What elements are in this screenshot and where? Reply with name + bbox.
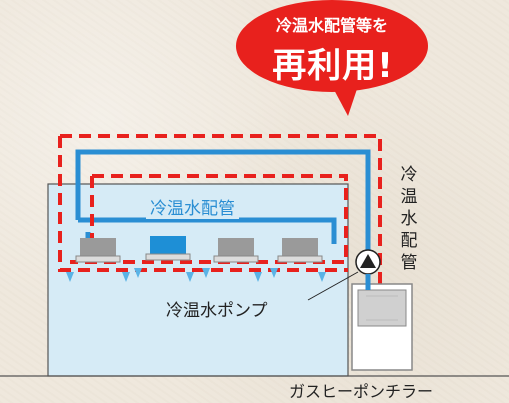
pump-leader-line <box>307 271 359 301</box>
indoor-unit-icon <box>75 238 121 263</box>
air-outlet-arrow-icon <box>66 272 74 282</box>
air-outlet-arrow-icon <box>186 272 194 282</box>
indoor-units <box>75 236 323 263</box>
callout-line2: 再利用! <box>272 46 394 86</box>
air-outlet-arrow-icon <box>134 268 142 278</box>
air-outlet-arrow-icon <box>254 272 262 282</box>
air-outlet-arrow-icon <box>202 268 210 278</box>
callout-bubble <box>236 0 428 116</box>
chiller-label: ガスヒーポンチラー <box>289 382 434 401</box>
vertical-pipe-label: 冷温水配管 <box>400 165 418 273</box>
pipe-label: 冷温水配管 <box>146 194 239 219</box>
callout-line1: 冷温水配管等を <box>275 16 388 35</box>
indoor-unit-icon <box>145 236 191 261</box>
pump-label: 冷温水ポンプ <box>166 301 268 321</box>
indoor-unit-icon <box>277 238 323 263</box>
pump-icon <box>355 249 381 275</box>
indoor-unit-icon <box>213 238 259 263</box>
air-outlet-arrow-icon <box>318 272 326 282</box>
reuse-boundary-inner <box>70 174 348 264</box>
air-outlet-arrow-icon <box>122 272 130 282</box>
reuse-boundary-outer <box>58 134 382 300</box>
chiller-unit <box>351 283 413 371</box>
air-outlet-arrows <box>66 268 326 282</box>
air-outlet-arrow-icon <box>270 268 278 278</box>
